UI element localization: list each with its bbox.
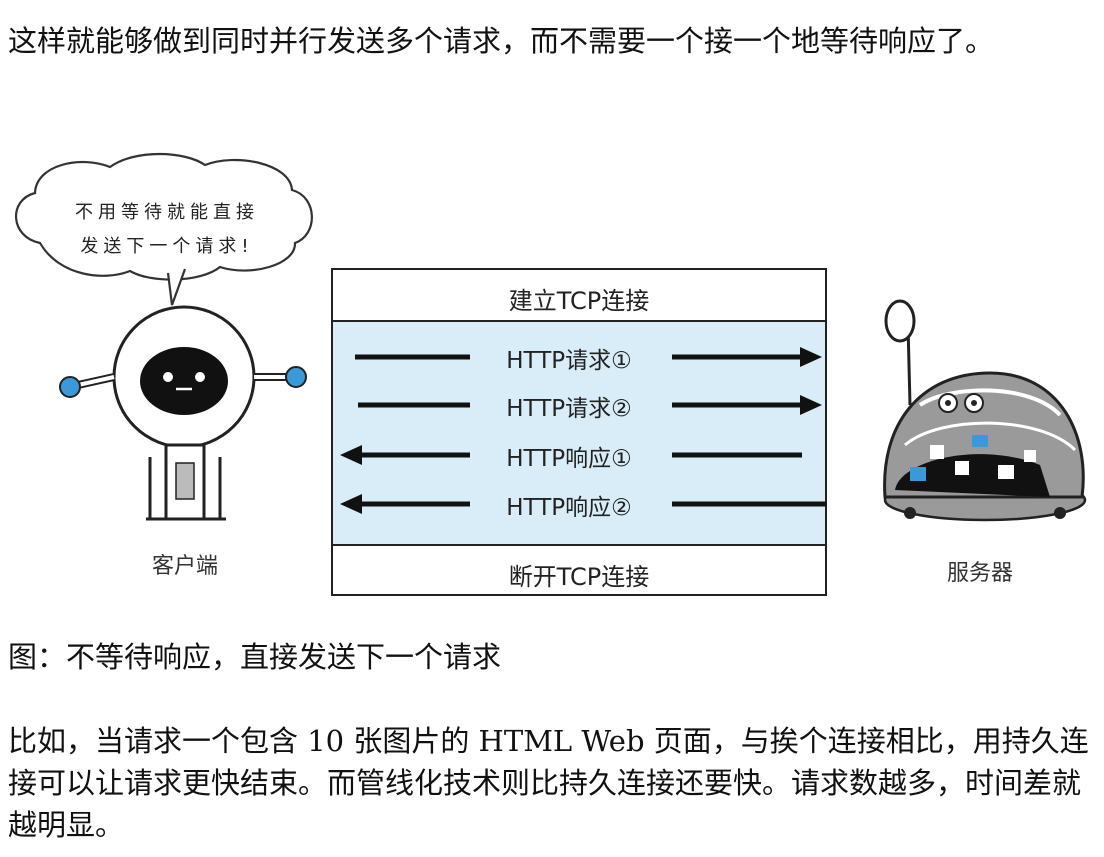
response-arrow-2 [340, 494, 826, 514]
row-label-response-2: HTTP响应② [506, 495, 632, 521]
client-robot-icon [59, 305, 307, 521]
row-label-request-1: HTTP请求① [506, 348, 632, 374]
client-label: 客户端 [151, 554, 218, 579]
tcp-connection-box [331, 268, 827, 596]
request-arrow-2 [358, 395, 822, 415]
connect-label: 建立TCP连接 [508, 287, 650, 315]
pipelining-diagram: 不用等待就能直接 发送下一个请求! 建立TCP连接 HTTP请求① HTTP请求… [0, 145, 1104, 615]
bubble-line-2: 发送下一个请求! [80, 236, 254, 257]
intro-paragraph: 这样就能够做到同时并行发送多个请求，而不需要一个接一个地等待响应了。 [8, 24, 995, 58]
outro-paragraph: 比如，当请求一个包含 10 张图片的 HTML Web 页面，与挨个连接相比，用… [8, 724, 1089, 842]
request-arrow-1 [355, 347, 822, 367]
server-label: 服务器 [946, 561, 1013, 586]
figure-caption: 图：不等待响应，直接发送下一个请求 [8, 640, 502, 674]
diagram-graphics [15, 152, 1087, 596]
bubble-line-1: 不用等待就能直接 [75, 202, 259, 223]
row-label-request-2: HTTP请求② [506, 396, 632, 422]
row-label-response-1: HTTP响应① [506, 446, 632, 472]
response-arrow-1 [340, 445, 802, 465]
disconnect-label: 断开TCP连接 [508, 563, 650, 591]
speech-bubble [15, 152, 313, 306]
server-robot-icon [883, 299, 1087, 522]
